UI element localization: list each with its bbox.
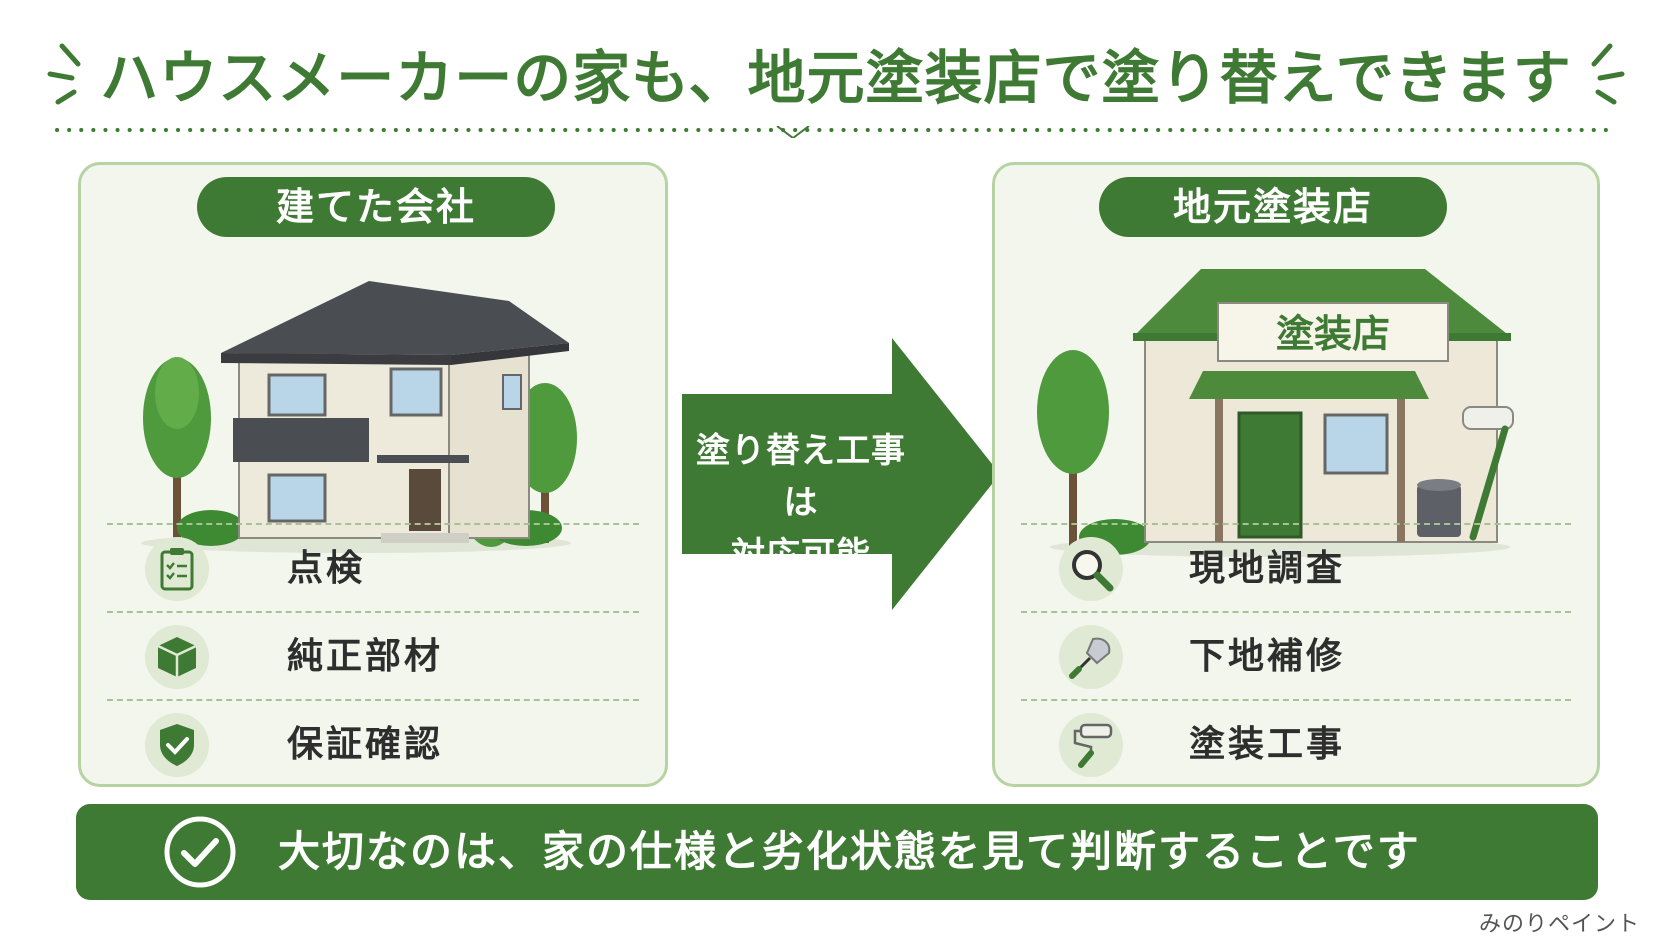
title-divider [55,126,1617,138]
painter-item-label: 現地調査 [1189,548,1346,589]
clipboard-checklist-icon [160,548,194,591]
painter-panel: 地元塗装店 塗装店 [992,162,1600,787]
arrow-right-icon [682,338,1000,610]
house-illustration [141,281,577,553]
painter-item: 下地補修 [1021,611,1571,699]
conclusion-text: 大切なのは、家の仕様と劣化状態を見て判断することです [278,827,1421,876]
builder-item: 純正部材 [107,611,639,699]
painter-item: 塗装工事 [1021,699,1571,787]
painter-item-label: 下地補修 [1189,636,1346,677]
box-icon [157,637,197,677]
shop-sign: 塗装店 [1276,312,1390,356]
builder-item-label: 純正部材 [287,636,444,677]
builder-heading: 建てた会社 [197,177,555,237]
page-title: ハウスメーカーの家も、地元塗装店で塗り替えできます [100,44,1572,112]
builder-item-label: 点検 [287,548,366,589]
brand-name: みのりペイント [1478,912,1640,937]
builder-item: 点検 [107,523,639,611]
conclusion-banner: 大切なのは、家の仕様と劣化状態を見て判断することです [76,804,1598,900]
builder-panel: 建てた会社 [78,162,668,787]
check-circle-icon [164,816,236,888]
painter-heading: 地元塗装店 [1099,177,1447,237]
paint-roller-icon [1073,723,1113,768]
trowel-icon [1069,637,1111,679]
sparkle-right-icon [1591,43,1625,105]
builder-item: 保証確認 [107,699,639,787]
builder-item-label: 保証確認 [287,724,444,765]
shop-illustration: 塗装店 [1037,269,1514,557]
sparkle-left-icon [47,43,81,105]
painter-item-label: 塗装工事 [1189,724,1346,765]
painter-item: 現地調査 [1021,523,1571,611]
arrow-label: 塗り替え工事は 対応可能 [696,431,906,575]
magnifier-icon [1072,550,1114,592]
shield-check-icon [160,724,194,766]
